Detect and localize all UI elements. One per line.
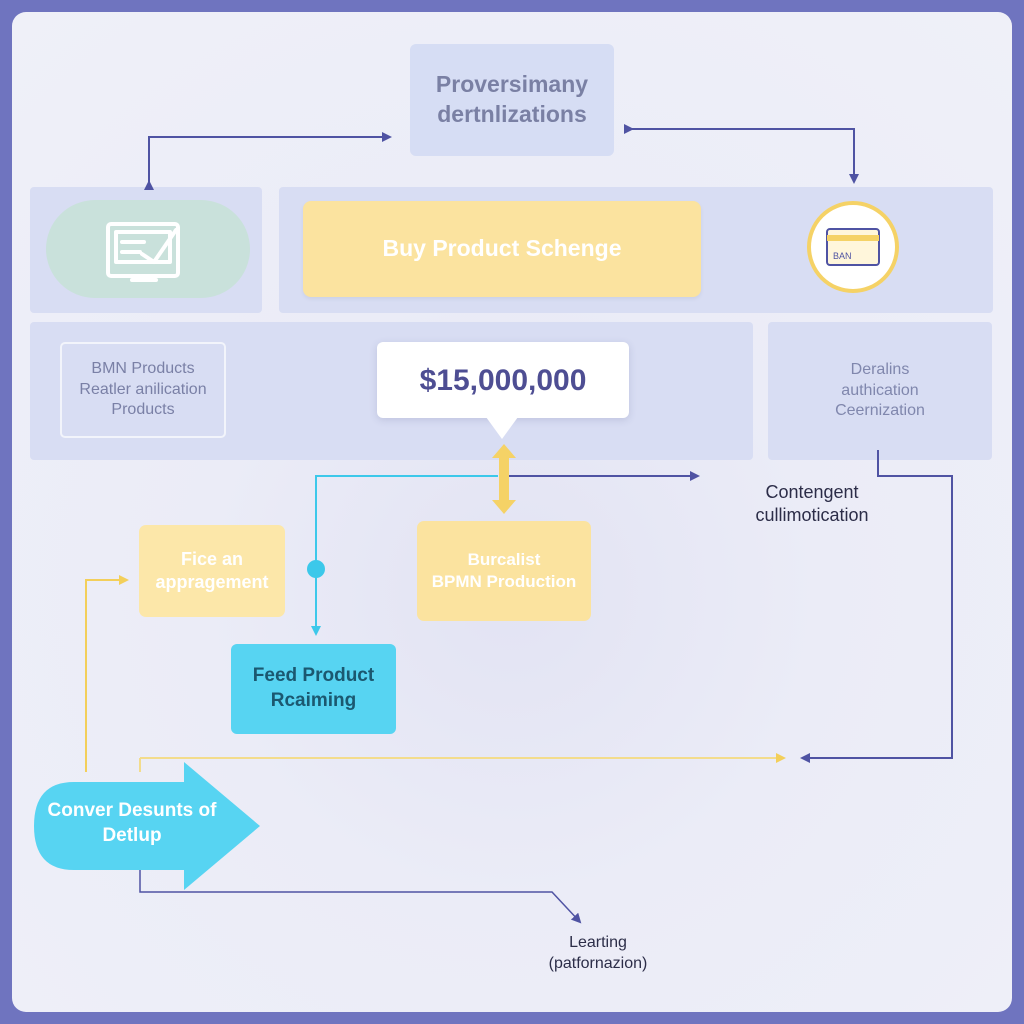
double-arrow: [492, 444, 516, 514]
top-box: Proversimany dertnlizations: [410, 44, 614, 156]
details-band: [768, 322, 992, 460]
connector-top-right: [624, 124, 859, 184]
credit-card-icon: BAN: [826, 228, 880, 266]
buy-product-box: Buy Product Schenge: [303, 201, 701, 297]
bmn-products-box: BMN Products Reatler anilication Product…: [60, 342, 226, 438]
card-badge: BAN: [807, 201, 899, 293]
amount-card: $15,000,000: [377, 342, 629, 418]
feed-product-box: Feed Product Rcaiming: [231, 644, 396, 734]
conver-text: Conver Desunts of Detlup: [47, 800, 217, 846]
details-text: Deralins authication Ceernization: [835, 360, 925, 420]
connector-bottom: [139, 864, 582, 924]
connector-top-left: [144, 132, 392, 190]
connector-yellow-fice: [85, 575, 129, 772]
connector-right-loop: [800, 450, 953, 763]
checklist-pill: [46, 200, 250, 298]
connector-cyan: [311, 475, 498, 636]
fice-box: Fice an appragement: [139, 525, 285, 617]
diagram-canvas: Proversimany dertnlizations Buy Product …: [12, 12, 1012, 1012]
connector-lines: [85, 124, 953, 924]
conver-arrow-shape: [34, 762, 260, 890]
contengent-label: Contengent cullimotication: [755, 481, 869, 525]
card-badge-text: BAN: [833, 251, 852, 261]
cyan-node: [307, 560, 325, 578]
burcalist-box: Burcalist BPMN Production: [417, 521, 591, 621]
connector-yellow-long: [139, 758, 784, 772]
learning-label: Learting (patfornazion): [548, 934, 648, 972]
checklist-document-icon: [106, 222, 180, 282]
amount-pointer: [486, 417, 518, 439]
